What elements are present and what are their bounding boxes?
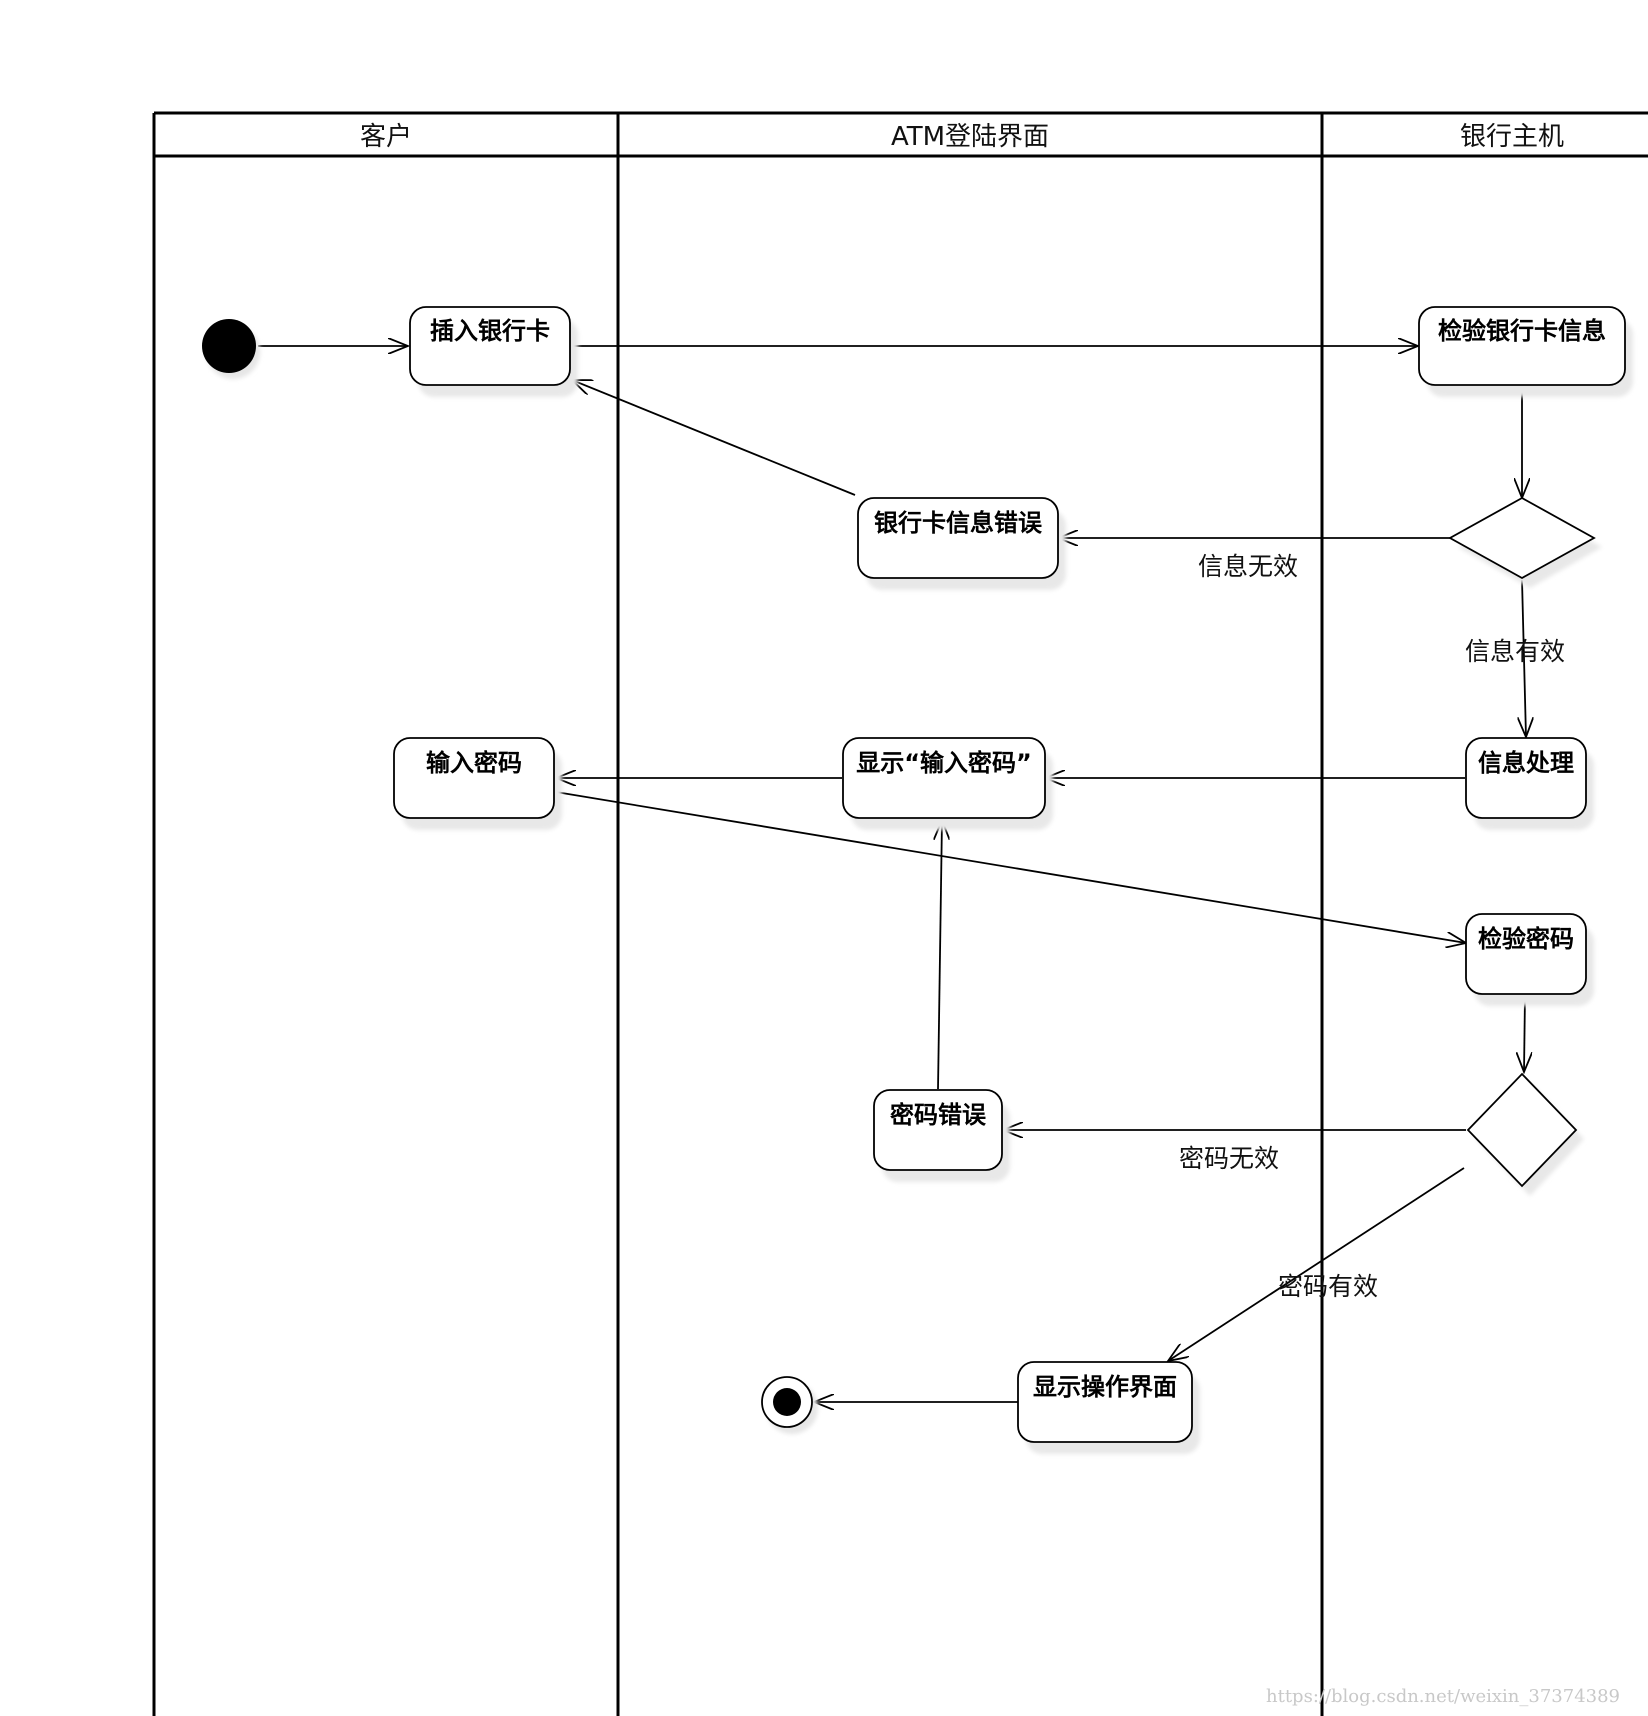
edge-label-password-valid: 密码有效 [1278,1272,1378,1301]
edge-enter-pwd-to-verify-pwd [555,791,1466,943]
activity-verify-card: 检验银行卡信息 [1418,306,1633,397]
activity-show-enter-password-label: 显示“输入密码” [856,749,1032,777]
edge-label-info-valid: 信息有效 [1465,637,1565,666]
edge-label-info-invalid: 信息无效 [1198,552,1298,581]
lane-title-bank: 银行主机 [1460,122,1564,152]
edge-decision-to-info-process [1522,579,1526,737]
activity-show-enter-password: 显示“输入密码” [842,737,1053,830]
edge-verify-pwd-to-decision [1524,994,1525,1072]
activity-password-error: 密码错误 [873,1089,1010,1182]
activity-enter-password: 输入密码 [393,737,562,830]
activity-show-operations-label: 显示操作界面 [1033,1373,1177,1401]
activity-insert-card: 插入银行卡 [409,306,578,397]
edges [258,346,1526,1402]
activity-password-error-label: 密码错误 [890,1101,987,1129]
activity-verify-password: 检验密码 [1465,913,1594,1006]
activity-show-operations: 显示操作界面 [1017,1361,1200,1454]
edge-card-error-to-insert-card [572,380,856,496]
activity-card-error-label: 银行卡信息错误 [874,509,1043,537]
activity-insert-card-label: 插入银行卡 [430,317,550,345]
activity-card-error: 银行卡信息错误 [857,497,1066,590]
final-node [761,1376,818,1434]
initial-node [202,319,260,379]
decision-password-diamond [1466,1072,1584,1196]
edge-decision-to-show-ops [1168,1167,1465,1361]
edge-label-password-invalid: 密码无效 [1179,1144,1279,1173]
decision-card-diamond [1448,496,1602,588]
activity-enter-password-label: 输入密码 [426,749,522,777]
lane-title-atm: ATM登陆界面 [891,122,1049,152]
watermark-url: https://blog.csdn.net/weixin_37374389 [1266,1686,1620,1707]
activity-verify-card-label: 检验银行卡信息 [1438,317,1606,345]
activity-info-process: 信息处理 [1465,737,1594,830]
activity-info-process-label: 信息处理 [1478,749,1574,777]
edge-pwd-error-to-show-enter-pwd [938,820,942,1090]
lane-title-customer: 客户 [360,122,412,152]
swimlane-frame [152,111,1648,1716]
activity-verify-password-label: 检验密码 [1478,925,1574,953]
